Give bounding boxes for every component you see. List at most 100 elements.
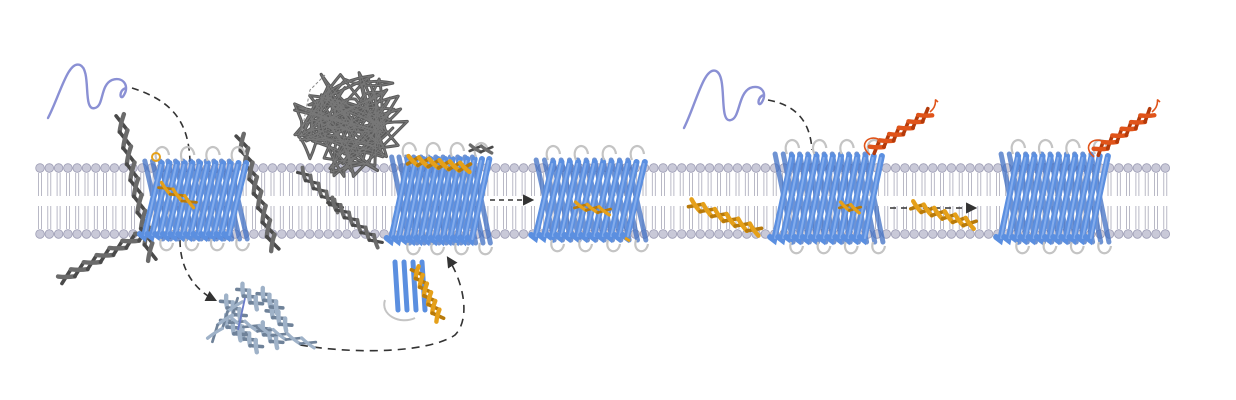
unfolded-chain-icon — [237, 297, 246, 331]
dashed-arrows — [131, 87, 978, 352]
lipid-tail — [326, 206, 331, 229]
lipid-head — [695, 163, 706, 173]
lipid-tail — [661, 206, 665, 229]
beta-barrel-icon — [528, 144, 650, 253]
lipid-tail — [651, 206, 656, 229]
lipid-tail — [1107, 173, 1112, 196]
red-helix-icon — [863, 99, 939, 156]
lipid-tail — [735, 173, 740, 196]
lipid-tail — [382, 173, 386, 196]
lipid-tail — [1144, 206, 1149, 229]
lipid-head — [35, 229, 45, 239]
lipid-tail — [298, 206, 303, 229]
lipid-head — [305, 229, 315, 239]
lipid-tail — [38, 206, 42, 229]
lipid-tail — [1107, 206, 1112, 229]
lipid-tail — [679, 206, 684, 229]
lipid-tail — [512, 206, 517, 229]
lipid-head — [667, 163, 678, 173]
lipid-tail — [949, 173, 954, 196]
lipid-tail — [661, 173, 665, 196]
lipid-head — [249, 229, 259, 239]
dashed-arrow-icon — [299, 256, 465, 352]
lipid-tail — [531, 206, 535, 229]
lipid-tail — [270, 173, 275, 196]
lipid-head — [714, 163, 724, 173]
lipid-head — [667, 229, 678, 239]
lipid-head — [518, 229, 529, 239]
lipid-tail — [1144, 173, 1149, 196]
lipid-head — [890, 163, 901, 173]
lipid-tail — [717, 173, 721, 196]
lipid-head — [277, 229, 287, 239]
lipid-tail — [335, 173, 340, 196]
lipid-tail — [345, 173, 349, 196]
lipid-head — [1114, 163, 1124, 173]
lipid-head — [500, 229, 510, 239]
lipid-head — [723, 163, 733, 173]
lipid-head — [909, 163, 919, 173]
lipid-tail — [363, 173, 368, 196]
lipid-tail — [977, 206, 982, 229]
lipid-tail — [921, 173, 926, 196]
lipid-tail — [93, 173, 98, 196]
lipid-tail — [131, 206, 135, 229]
lipid-tail — [930, 173, 935, 196]
lipid-head — [1123, 163, 1133, 173]
lipid-tail — [903, 206, 907, 229]
lipid-head — [658, 163, 668, 173]
beta-barrel-icon — [136, 145, 251, 252]
lipid-head — [100, 163, 110, 173]
lipid-head — [518, 163, 529, 173]
lipid-tail — [252, 206, 256, 229]
lipid-tail — [726, 173, 731, 196]
lipid-head — [974, 229, 985, 239]
lipid-tail — [521, 206, 526, 229]
lipid-head — [983, 163, 994, 173]
lipid-head — [295, 229, 306, 239]
lipid-head — [332, 229, 343, 239]
lipid-tail — [75, 206, 80, 229]
lipid-head — [686, 163, 696, 173]
lipid-head — [937, 163, 947, 173]
lipid-tail — [763, 173, 768, 196]
lipid-head — [72, 229, 82, 239]
red-helix-icon — [1091, 106, 1157, 158]
lipid-head — [277, 163, 287, 173]
helix-icon — [227, 315, 318, 350]
lipid-tail — [1126, 173, 1130, 196]
helix-icon — [908, 198, 979, 232]
lipid-head — [946, 163, 957, 173]
lipid-tail — [707, 173, 712, 196]
lipid-tail — [1163, 206, 1168, 229]
lipid-head — [918, 229, 929, 239]
lipid-tail — [279, 206, 284, 229]
lipid-tail — [651, 173, 656, 196]
lipid-tail — [689, 206, 693, 229]
lipid-head — [1141, 163, 1152, 173]
lipid-tail — [279, 173, 284, 196]
lipid-tail — [512, 173, 517, 196]
beta-barrel-icon — [993, 138, 1113, 255]
lipid-tail — [884, 173, 889, 196]
helix-icon — [624, 236, 631, 243]
lipid-head — [658, 229, 668, 239]
lipid-tail — [503, 206, 507, 229]
helix-icon — [255, 285, 285, 316]
lipid-head — [686, 229, 696, 239]
lipid-head — [491, 229, 501, 239]
lipid-head — [900, 163, 910, 173]
lipid-tail — [56, 206, 61, 229]
lipid-head — [890, 229, 901, 239]
lipid-head — [44, 229, 55, 239]
lipid-head — [723, 229, 733, 239]
lipid-head — [965, 163, 975, 173]
lipid-tail — [289, 206, 293, 229]
lipid-tail — [382, 206, 386, 229]
lipid-tail — [493, 173, 498, 196]
lipid-tail — [958, 173, 963, 196]
lipid-head — [677, 229, 687, 239]
lipid-tail — [47, 206, 52, 229]
lipid-tail — [317, 206, 321, 229]
